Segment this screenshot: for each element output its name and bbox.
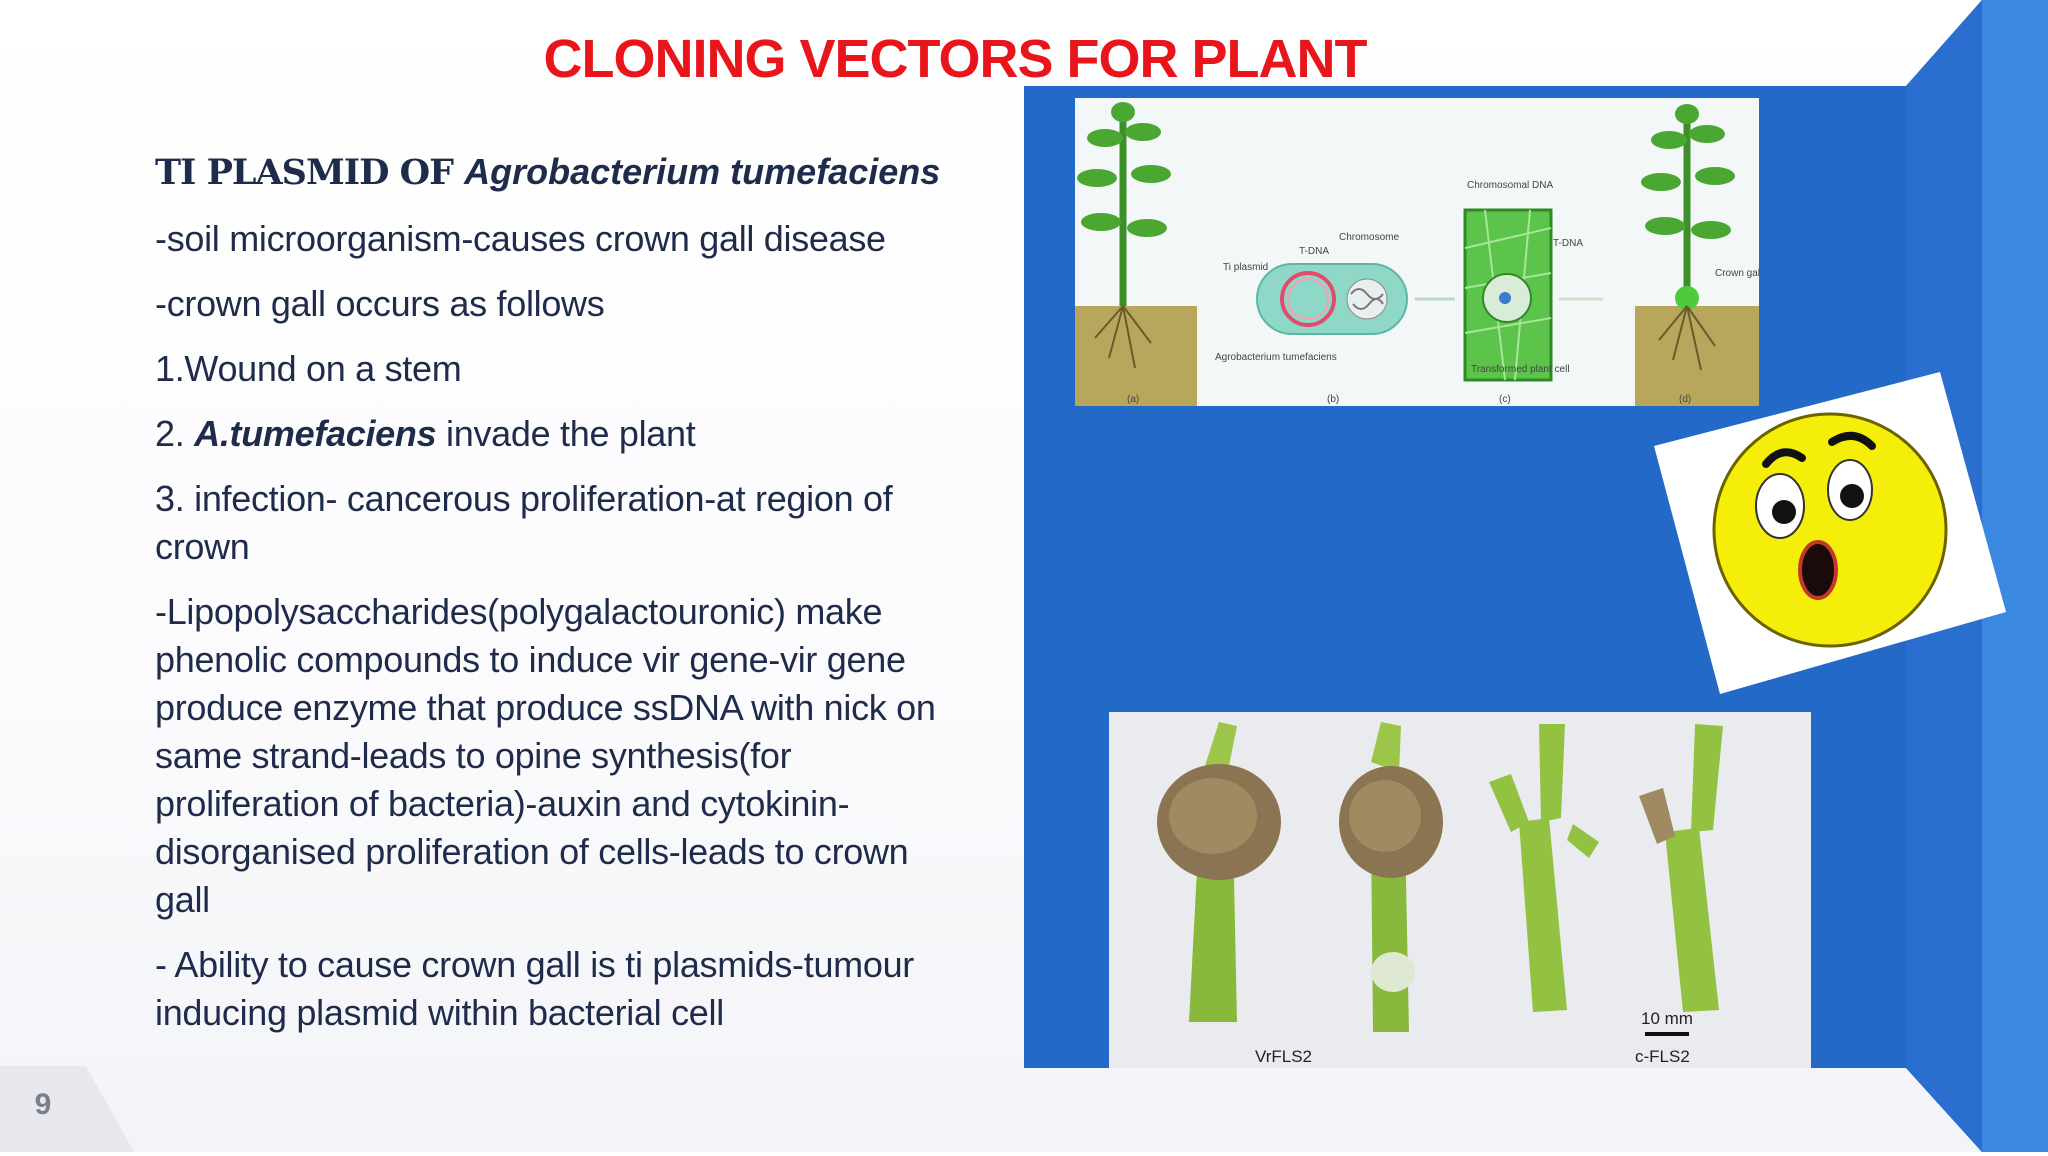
section-heading: TI PLASMID OF Agrobacterium tumefaciens xyxy=(155,148,965,197)
step-2-species: A.tumefaciens xyxy=(194,413,437,454)
step-2-prefix: 2. xyxy=(155,413,195,454)
label-panel-a: (a) xyxy=(1127,394,1139,405)
step-2: 2. A.tumefaciens invade the plant xyxy=(155,410,965,458)
label-vrfls2: VrFLS2 xyxy=(1255,1047,1312,1066)
heading-species: Agrobacterium tumefaciens xyxy=(464,151,941,192)
mechanism-paragraph: -Lipopolysaccharides(polygalactouronic) … xyxy=(155,591,936,920)
bullet-2: -crown gall occurs as follows xyxy=(155,283,605,324)
label-chromosomal-dna: Chromosomal DNA xyxy=(1467,180,1553,191)
label-agrobacterium: Agrobacterium tumefaciens xyxy=(1215,352,1337,363)
body-text: TI PLASMID OF Agrobacterium tumefaciens … xyxy=(155,148,965,1054)
ti-plasmid-note: - Ability to cause crown gall is ti plas… xyxy=(155,944,914,1033)
slide-title: CLONING VECTORS FOR PLANT xyxy=(543,29,1367,89)
step-1: 1.Wound on a stem xyxy=(155,348,462,389)
step-3: 3. infection- cancerous proliferation-at… xyxy=(155,478,893,567)
heading-prefix: TI PLASMID OF xyxy=(155,152,465,193)
page-number: 9 xyxy=(34,1088,52,1121)
label-panel-d: (d) xyxy=(1679,394,1691,405)
crown-gall-stems-photo: 10 mm VrFLS2 c-FLS2 xyxy=(1109,712,1811,1068)
label-tdna-2: T-DNA xyxy=(1553,238,1583,249)
bullet-1: -soil microorganism-causes crown gall di… xyxy=(155,218,886,259)
agrobacterium-infection-diagram: Ti plasmid T-DNA Chromosome Chromosomal … xyxy=(1075,98,1759,406)
step-2-rest: invade the plant xyxy=(436,413,696,454)
label-tdna-1: T-DNA xyxy=(1299,246,1329,257)
surprised-face-icon xyxy=(1654,372,2006,694)
label-panel-b: (b) xyxy=(1327,394,1339,405)
scale-bar-label: 10 mm xyxy=(1641,1009,1693,1028)
label-crown-gall: Crown gall xyxy=(1715,268,1759,279)
label-chromosome: Chromosome xyxy=(1339,232,1399,243)
label-c-fls2: c-FLS2 xyxy=(1635,1047,1690,1066)
label-panel-c: (c) xyxy=(1499,394,1511,405)
page-number-tab xyxy=(0,1066,134,1152)
label-transformed-cell: Transformed plant cell xyxy=(1471,364,1570,375)
label-ti-plasmid: Ti plasmid xyxy=(1223,262,1268,273)
